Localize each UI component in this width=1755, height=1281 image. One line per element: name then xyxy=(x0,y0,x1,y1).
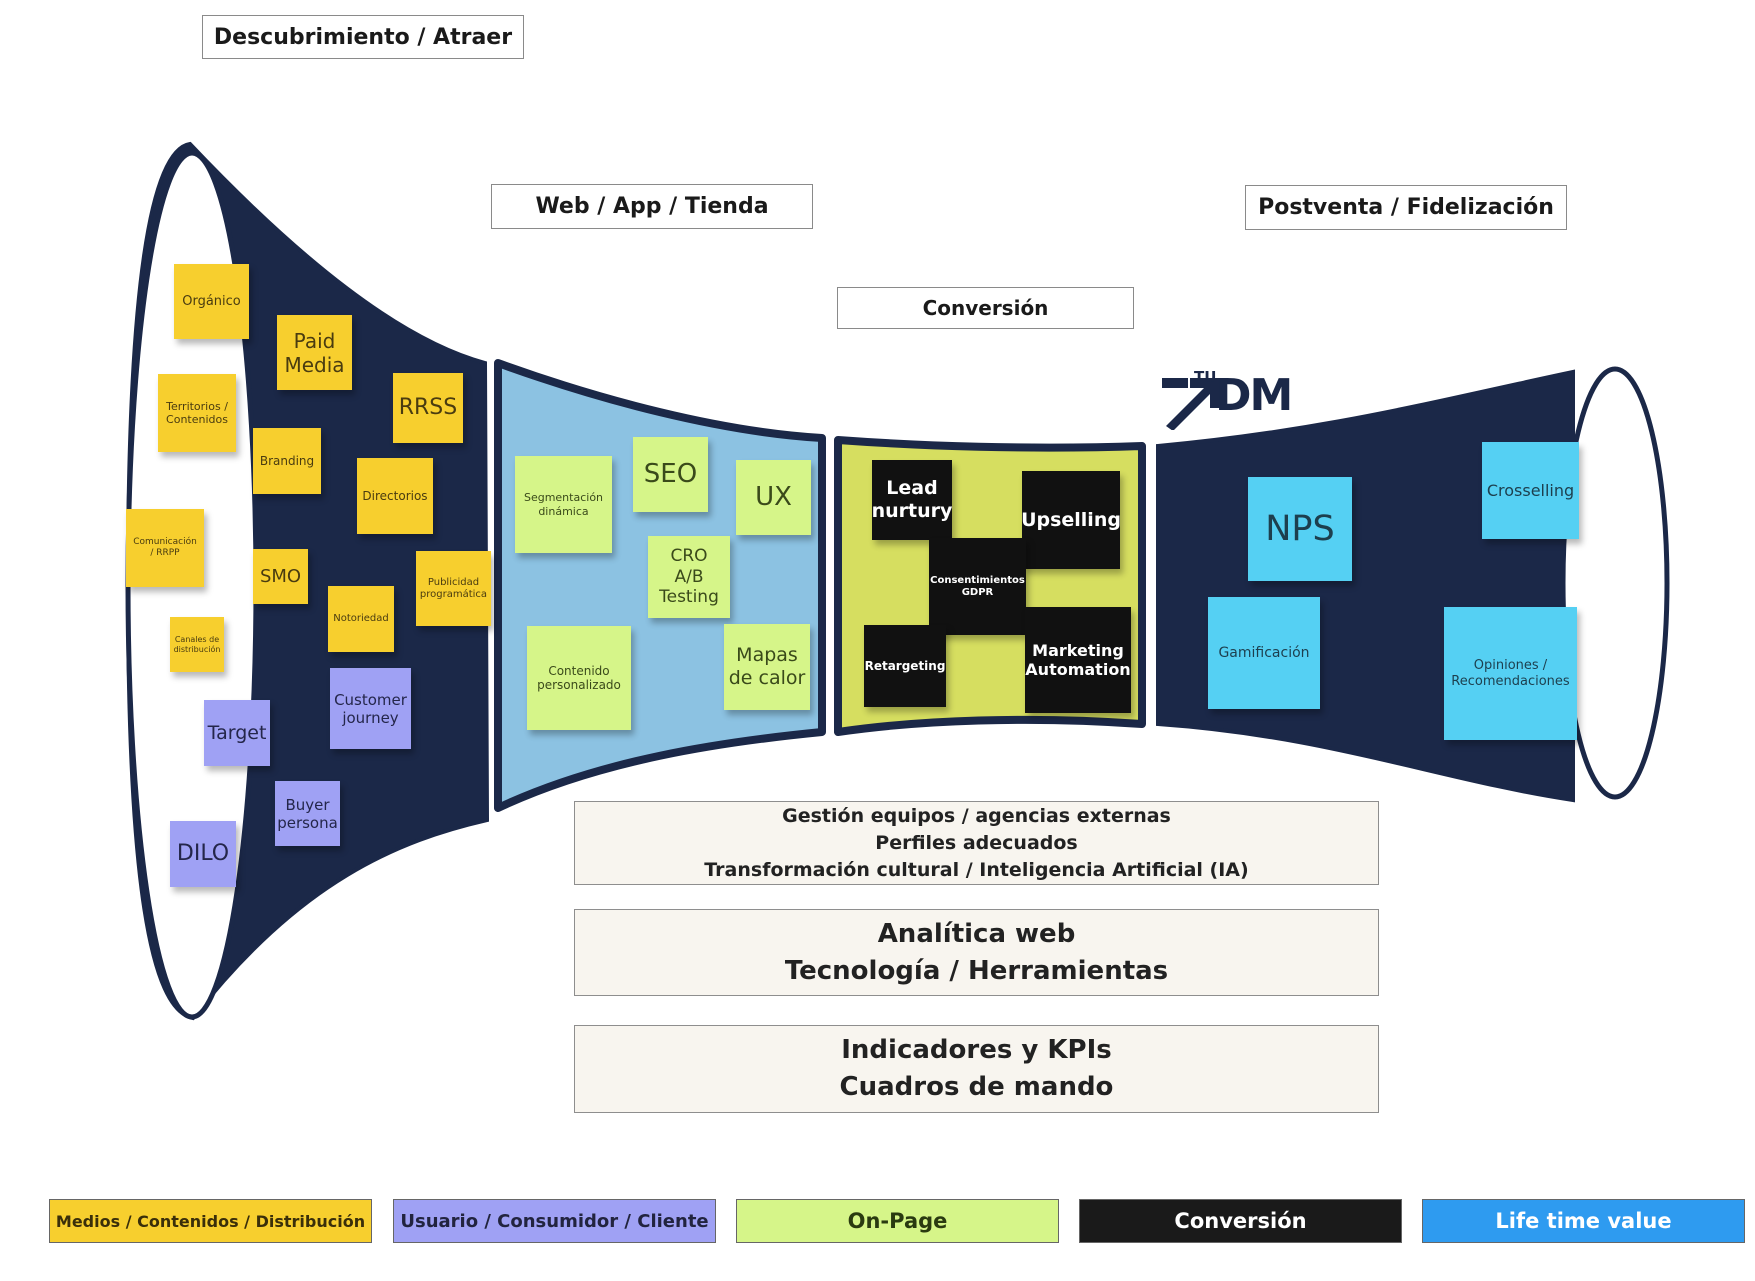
logo-arrow-icon xyxy=(1162,378,1220,430)
logo-text-small: TU xyxy=(1194,368,1217,386)
note-notoriedad: Notoriedad xyxy=(328,586,394,652)
note-smo: SMO xyxy=(253,549,308,604)
legend-ltv: Life time value xyxy=(1422,1199,1745,1243)
tudm-logo: TU DM xyxy=(1160,368,1293,430)
note-buyer-persona: Buyer persona xyxy=(275,781,340,846)
note-gamificacion: Gamificación xyxy=(1208,597,1320,709)
legend-usuario: Usuario / Consumidor / Cliente xyxy=(393,1199,716,1243)
note-customer-journey: Customer journey xyxy=(330,668,411,749)
note-publicidad: Publicidad programática xyxy=(416,551,491,626)
box-gestion-line-1: Gestión equipos / agencias externas xyxy=(782,804,1171,827)
note-target: Target xyxy=(204,700,270,766)
note-comunicacion: Comunicación / RRPP xyxy=(126,509,204,587)
note-consentimientos: Consentimientos GDPR xyxy=(929,538,1026,635)
box-analitica-line-1: Analítica web xyxy=(877,918,1076,949)
note-paid-media: Paid Media xyxy=(277,315,352,390)
note-cro: CRO A/B Testing xyxy=(648,536,730,618)
box-indicadores-line-2: Cuadros de mando xyxy=(839,1072,1114,1102)
note-rrss: RRSS xyxy=(393,373,463,443)
note-segmentacion: Segmentación dinámica xyxy=(515,456,612,553)
note-marketing-automation: Marketing Automation xyxy=(1025,607,1131,713)
box-analitica-line-2: Tecnología / Herramientas xyxy=(784,955,1169,986)
stage-label-conversion: Conversión xyxy=(837,287,1134,329)
note-crosselling: Crosselling xyxy=(1482,442,1579,539)
note-territorios: Territorios / Contenidos xyxy=(158,374,236,452)
note-organico: Orgánico xyxy=(174,264,249,339)
stage-label-web: Web / App / Tienda xyxy=(491,184,813,229)
note-branding: Branding xyxy=(253,428,321,494)
note-lead: Lead nurtury xyxy=(872,460,952,540)
box-indicadores-line-1: Indicadores y KPIs xyxy=(841,1035,1112,1065)
note-nps: NPS xyxy=(1248,477,1352,581)
box-indicadores: Indicadores y KPIs Cuadros de mando xyxy=(574,1025,1379,1113)
note-upselling: Upselling xyxy=(1021,471,1121,569)
note-opiniones: Opiniones / Recomendaciones xyxy=(1444,607,1577,740)
stage-label-postsale: Postventa / Fidelización xyxy=(1245,185,1567,230)
note-canales: Canales de distribución xyxy=(170,617,224,672)
box-gestion-line-2: Perfiles adecuados xyxy=(875,831,1078,854)
legend-onpage: On-Page xyxy=(736,1199,1059,1243)
box-gestion: Gestión equipos / agencias externas Perf… xyxy=(574,801,1379,885)
note-contenido: Contenido personalizado xyxy=(527,626,631,730)
legend-medios: Medios / Contenidos / Distribución xyxy=(49,1199,372,1243)
note-ux: UX xyxy=(736,460,811,535)
postsale-mouth xyxy=(1560,366,1670,800)
box-analitica: Analítica web Tecnología / Herramientas xyxy=(574,909,1379,996)
stage-label-discovery: Descubrimiento / Atraer xyxy=(202,15,524,59)
note-retargeting: Retargeting xyxy=(864,625,946,707)
legend-conversion: Conversión xyxy=(1079,1199,1402,1243)
note-directorios: Directorios xyxy=(357,458,433,534)
note-dilo: DILO xyxy=(170,821,236,887)
note-seo: SEO xyxy=(633,437,708,512)
logo-text-big: DM xyxy=(1215,370,1293,421)
note-mapas: Mapas de calor xyxy=(724,624,810,710)
box-gestion-line-3: Transformación cultural / Inteligencia A… xyxy=(704,858,1249,881)
